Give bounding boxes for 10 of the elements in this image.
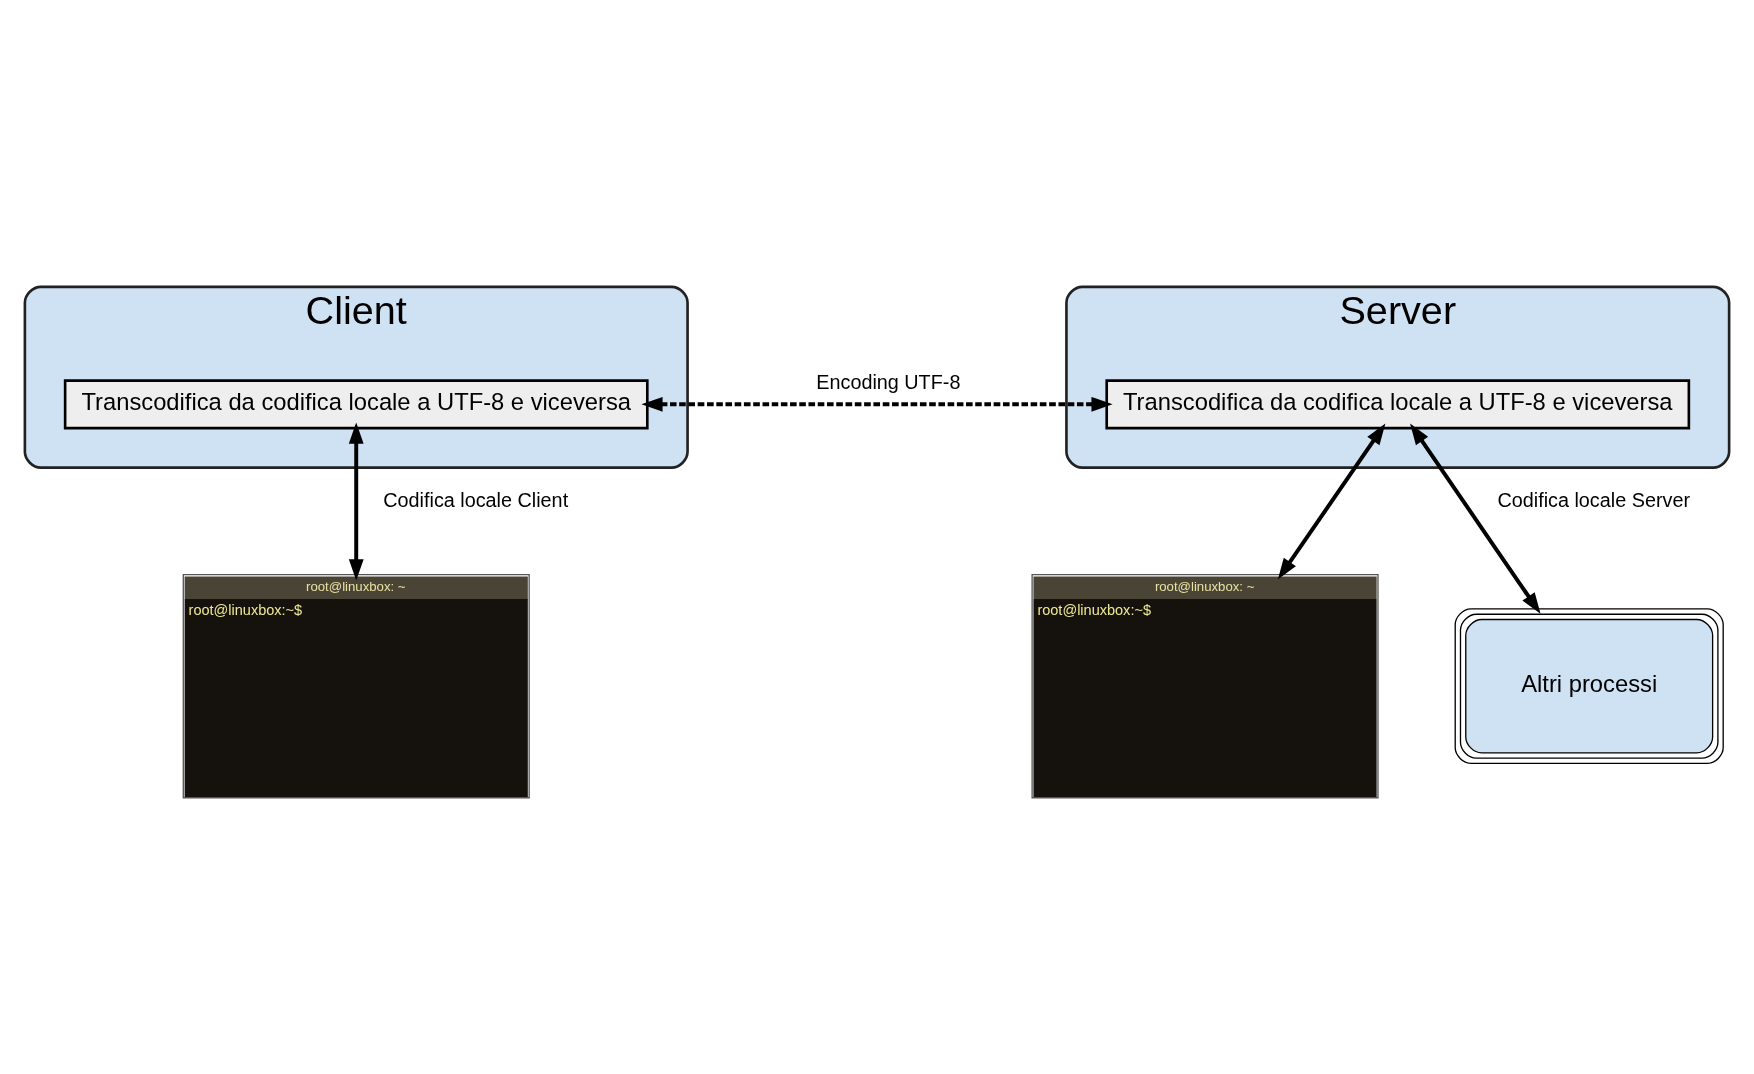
- node-box: Altri processi: [1454, 608, 1724, 765]
- edge-label: Codifica locale Client: [383, 488, 569, 511]
- node-box: Transcodifica da codifica locale a UTF-8 e viceversa: [63, 379, 649, 430]
- edge-label: Encoding UTF-8: [816, 371, 961, 394]
- arrow: [1277, 423, 1386, 580]
- node-box: Transcodifica da codifica locale a UTF-8 e viceversa: [1105, 379, 1691, 430]
- edge-label: Codifica locale Server: [1497, 488, 1691, 511]
- arrow: [641, 396, 1113, 412]
- arrow: [1410, 423, 1541, 614]
- arrow: [348, 422, 364, 581]
